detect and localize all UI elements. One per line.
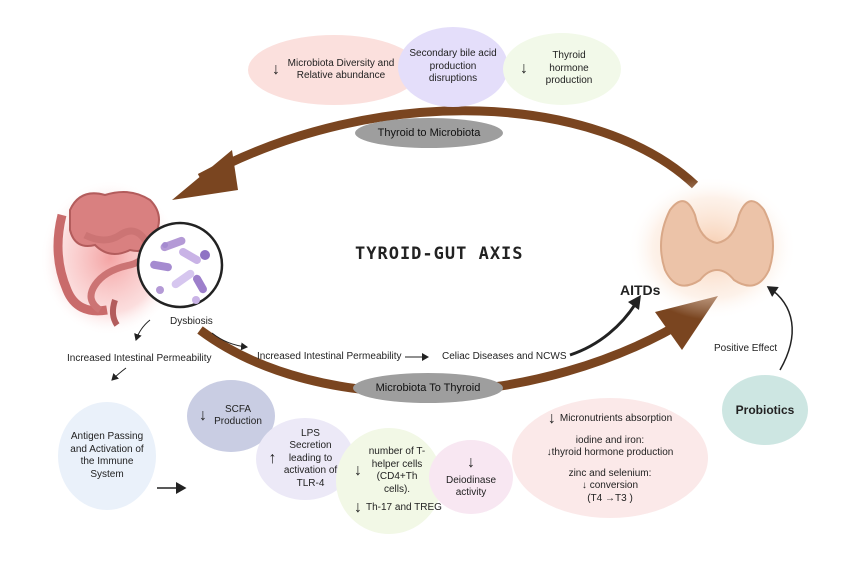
down-arrow-icon: ↓ <box>547 409 556 427</box>
permeability-to-antigen-arrow <box>111 367 127 381</box>
dysbiosis-left-arrow <box>134 319 151 341</box>
up-arrow-icon: ↑ <box>268 450 277 467</box>
celiac-label: Celiac Diseases and NCWS <box>442 351 567 362</box>
thyroid-hormone-text: Thyroid hormone production <box>545 50 593 87</box>
bacteria-magnifier-icon <box>136 221 224 309</box>
bile-text: Secondary bile acid production disruptio… <box>409 48 497 85</box>
thyroid-to-gut-arrowhead <box>172 150 238 200</box>
dysbiosis-right-arrow <box>211 332 248 351</box>
bile-bubble: Secondary bile acid production disruptio… <box>398 27 508 107</box>
probiotics-bubble: Probiotics <box>722 375 808 445</box>
micronutrients-bubble: ↓ Micronutrients absorption iodine and i… <box>512 398 708 518</box>
thyroid-to-microbiota-label: Thyroid to Microbiota <box>355 118 503 148</box>
antigen-bubble: Antigen Passing and Activation of the Im… <box>58 402 156 510</box>
thyroid-to-gut-arrow <box>197 106 699 189</box>
celiac-to-aitds-arrow <box>569 302 638 357</box>
thyroid-icon <box>627 176 797 320</box>
aitds-label: AITDs <box>620 282 661 298</box>
lps-bubble: ↑ LPS Secretion leading to activation of… <box>256 418 354 500</box>
down-arrow-icon: ↓ <box>354 499 362 516</box>
down-arrow-icon: ↓ <box>354 462 362 479</box>
probiotics-to-thyroid-arrow <box>766 286 793 371</box>
down-arrow-icon: ↓ <box>272 61 280 78</box>
microbiota-to-thyroid-label: Microbiota To Thyroid <box>353 373 503 403</box>
down-arrow-icon: ↓ <box>467 453 475 471</box>
deiodinase-bubble: ↓ Deiodinase activity <box>429 440 513 514</box>
mid-permeability-label: Increased Intestinal Permeability <box>257 351 402 362</box>
down-arrow-icon: ↓ <box>520 60 528 77</box>
thelper-bubble: ↓ number of T-helper cells (CD4+Th cells… <box>336 428 442 534</box>
diversity-bubble: ↓ Microbiota Diversity and Relative abun… <box>248 35 420 105</box>
diagram-title: TYROID-GUT AXIS <box>355 244 524 264</box>
positive-effect-label: Positive Effect <box>714 343 778 354</box>
left-permeability-label: Increased Intestinal Permeability <box>67 353 212 364</box>
thyroid-hormone-bubble: ↓ Thyroid hormone production <box>503 33 621 105</box>
down-arrow-icon: ↓ <box>199 407 207 424</box>
dysbiosis-label: Dysbiosis <box>170 316 213 327</box>
diversity-text: Microbiota Diversity and Relative abunda… <box>287 57 395 82</box>
